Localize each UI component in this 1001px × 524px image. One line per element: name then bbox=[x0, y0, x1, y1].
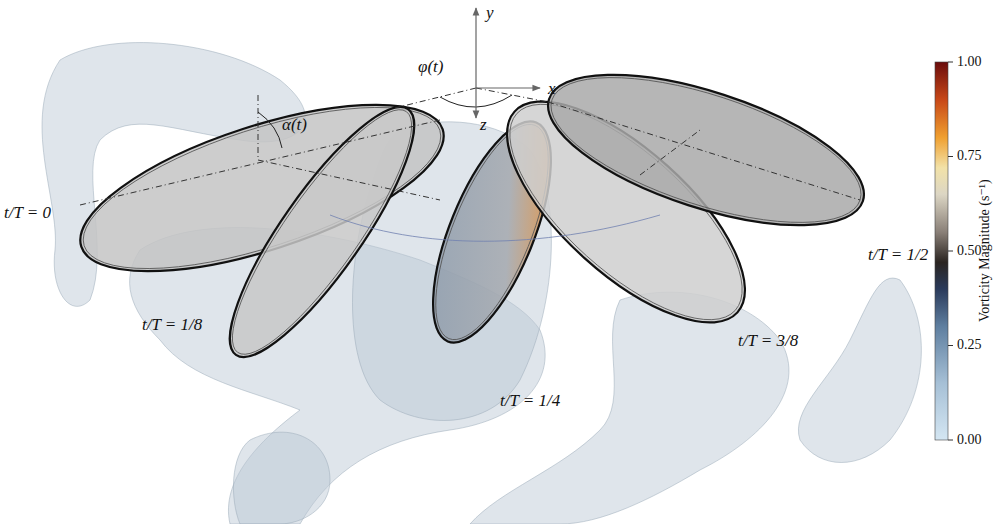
reference-line bbox=[640, 130, 700, 175]
colorbar bbox=[935, 62, 948, 440]
alpha-arc bbox=[258, 112, 282, 148]
reference-line bbox=[258, 160, 440, 200]
colorbar-tick bbox=[948, 251, 953, 252]
phase-label: t/T = 3/8 bbox=[738, 332, 798, 351]
phase-label: t/T = 1/4 bbox=[500, 392, 560, 411]
phase-label: t/T = 1/2 bbox=[868, 246, 928, 265]
wing-outline bbox=[203, 86, 441, 378]
colorbar-tick bbox=[948, 156, 953, 157]
axis-label: z bbox=[480, 116, 487, 135]
coordinate-axis bbox=[475, 8, 476, 88]
angle-label: φ(t) bbox=[418, 58, 443, 77]
colorbar-tick bbox=[948, 440, 953, 441]
colorbar-tick-label: 1.00 bbox=[957, 54, 982, 69]
phase-label: t/T = 1/8 bbox=[142, 316, 202, 335]
axis-label: x bbox=[548, 80, 556, 99]
wing-edge bbox=[535, 48, 877, 253]
wing-ellipse bbox=[203, 86, 441, 378]
colorbar-title: Vorticity Magnitude (s⁻¹) bbox=[976, 180, 991, 323]
reference-line bbox=[258, 95, 259, 160]
colorbar-tick-label: 0.00 bbox=[957, 432, 982, 447]
reference-line bbox=[548, 102, 860, 200]
colorbar-tick bbox=[948, 62, 953, 63]
coordinate-axis bbox=[476, 87, 540, 88]
phase-label: t/T = 0 bbox=[4, 204, 51, 223]
colorbar-tick bbox=[948, 345, 953, 346]
axis-label: y bbox=[486, 4, 494, 23]
wing-ellipse bbox=[531, 44, 881, 256]
wing-outline bbox=[531, 44, 881, 256]
reference-line bbox=[395, 88, 476, 108]
colorbar-tick-label: 0.75 bbox=[957, 148, 982, 163]
stroke-path bbox=[330, 215, 660, 241]
reference-line bbox=[476, 88, 548, 102]
colorbar-tick-label: 0.25 bbox=[957, 337, 982, 352]
vortex-isosurface bbox=[470, 292, 789, 524]
vortex-isosurface bbox=[233, 432, 330, 524]
reference-line bbox=[80, 120, 440, 205]
angle-label: α(t) bbox=[282, 116, 307, 135]
coordinate-axis bbox=[475, 88, 476, 118]
vortex-isosurface bbox=[798, 278, 921, 462]
wing-edge bbox=[207, 90, 436, 373]
